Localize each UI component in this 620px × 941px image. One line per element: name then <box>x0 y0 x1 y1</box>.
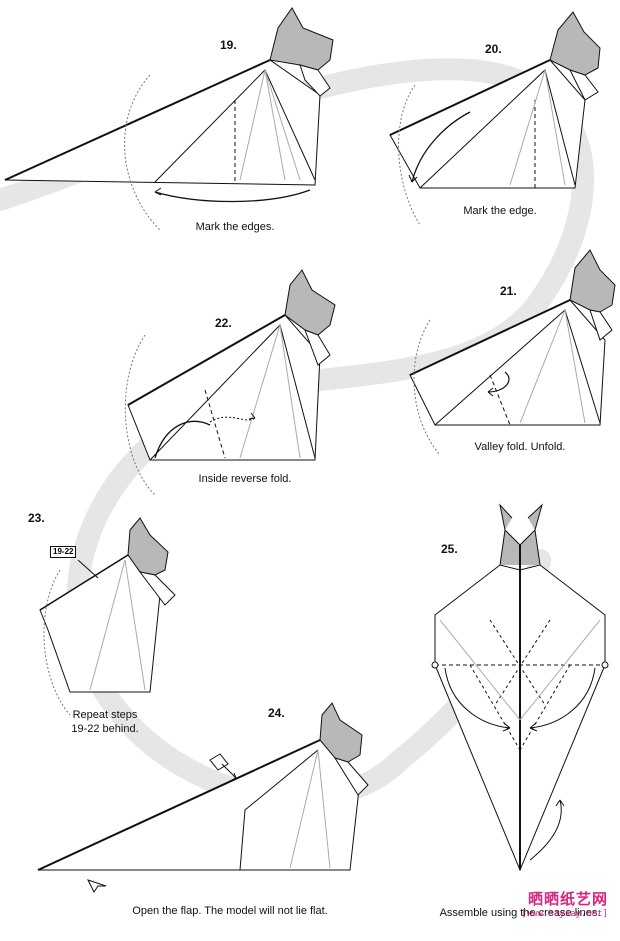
step-25-figure <box>431 503 609 872</box>
step-24-number: 24. <box>268 706 285 720</box>
step-23-number: 23. <box>28 511 45 525</box>
step-21-figure <box>409 249 616 456</box>
step-20-number: 20. <box>485 42 502 56</box>
step-24-caption: Open the flap. The model will not lie fl… <box>132 905 328 917</box>
step-23-ref-box: 19-22 <box>50 546 77 558</box>
step-20-figure <box>389 11 601 226</box>
step-22-number: 22. <box>215 316 232 330</box>
step-21-caption: Valley fold. Unfold. <box>474 441 566 453</box>
step-22-caption: Inside reverse fold. <box>198 473 292 485</box>
step-25-number: 25. <box>441 542 458 556</box>
step-23-caption: Repeat steps 19-22 behind. <box>71 709 139 735</box>
step-22-figure <box>124 269 336 496</box>
watermark-text: 晒晒纸艺网 <box>527 890 608 908</box>
step-19-number: 19. <box>220 38 237 52</box>
watermark: 晒晒纸艺网 [www.saysay.net] <box>521 888 608 919</box>
step-21-number: 21. <box>500 284 517 298</box>
step-20-caption: Mark the edge. <box>463 205 537 217</box>
step-25-caption: Assemble using the crease lines. <box>439 907 601 919</box>
step-23-figure <box>39 517 176 716</box>
step-24-figure <box>37 702 369 893</box>
watermark-url: [www.saysay.net] <box>521 909 608 919</box>
step-19-caption: Mark the edges. <box>195 221 275 233</box>
step-19-figure <box>4 7 334 231</box>
